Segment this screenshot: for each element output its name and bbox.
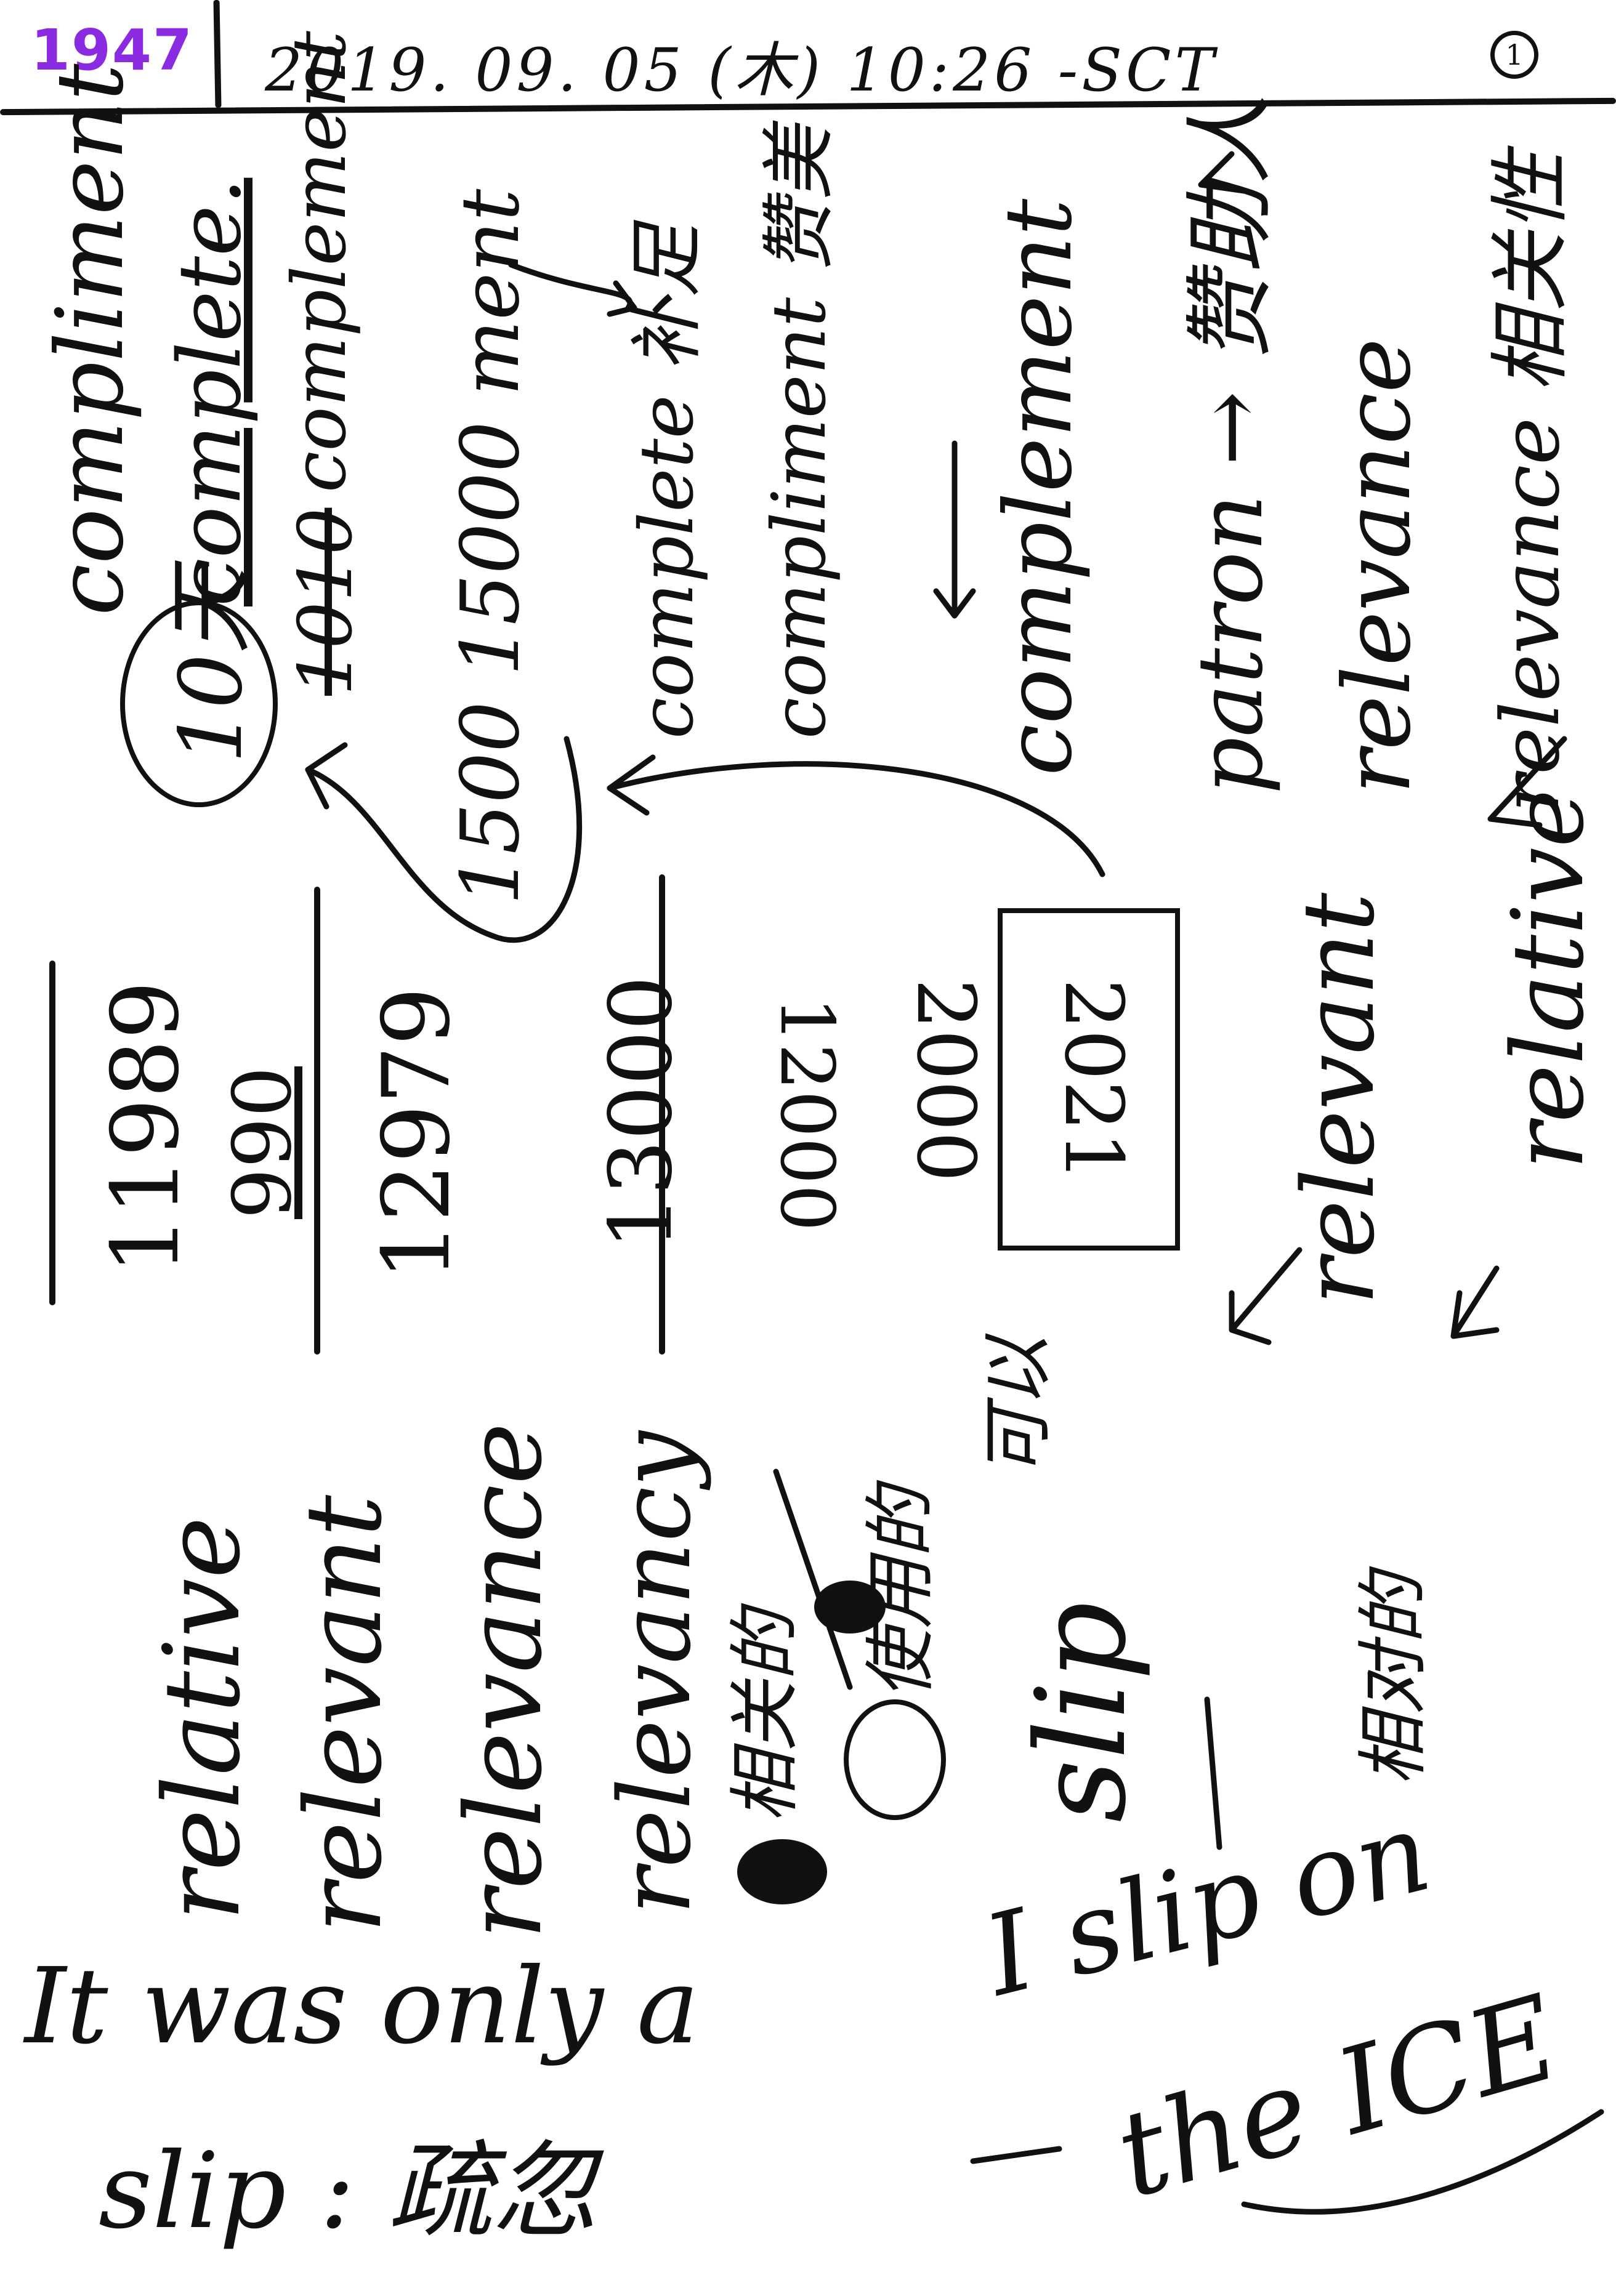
circled-small-annotation — [844, 1699, 946, 1820]
rule-left — [49, 961, 55, 1305]
rule-middle — [659, 874, 665, 1355]
circled-annotation — [120, 600, 278, 807]
rule-middle-left — [314, 887, 320, 1355]
circled-mark: 1 — [1490, 31, 1538, 79]
header-datetime: 2019. 09. 05 (木) 10:26 -SCT — [265, 36, 1218, 105]
bottom-line-2: slip : 疏忽 — [99, 2130, 598, 2252]
page-header: 1947 2019. 09. 05 (木) 10:26 -SCT 1 — [0, 0, 1616, 116]
boxed-number — [998, 908, 1180, 1251]
bottom-line-1: It was only a — [25, 1946, 700, 2068]
page-number: 1947 — [31, 17, 194, 83]
